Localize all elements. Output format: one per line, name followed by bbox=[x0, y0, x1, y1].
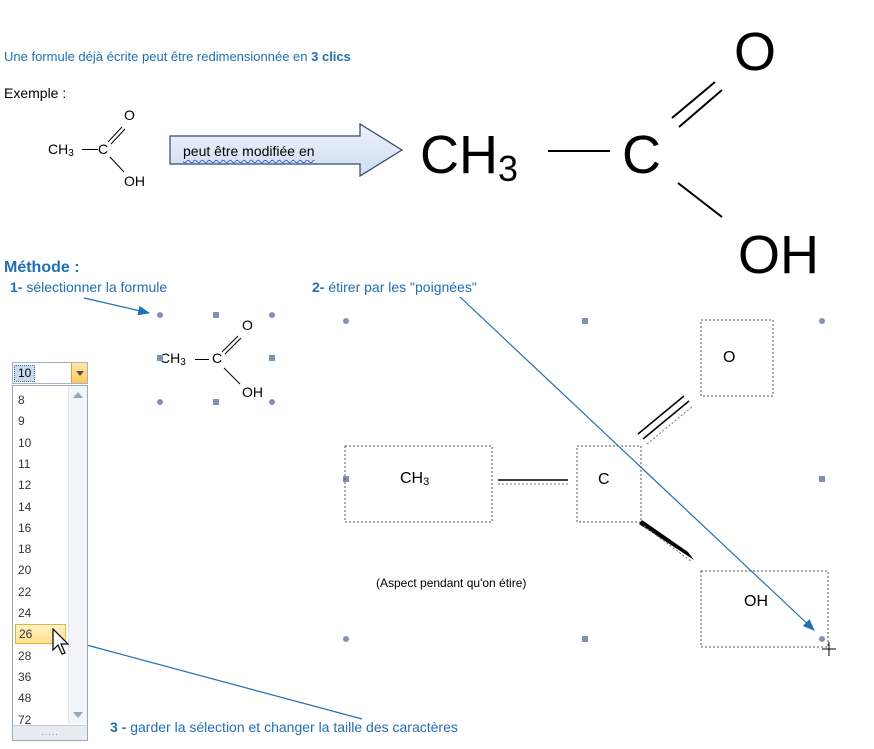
arrow-step-3 bbox=[66, 638, 363, 720]
arrow-step-2 bbox=[459, 296, 815, 631]
sel-o: O bbox=[242, 317, 253, 333]
sel-single-bond bbox=[195, 359, 209, 360]
sel-c: C bbox=[212, 350, 223, 366]
selected-formula[interactable]: CH3 C O OH bbox=[156, 312, 278, 408]
small-ch3: CH3 bbox=[48, 141, 74, 159]
arrow-label: peut être modifiée en bbox=[183, 143, 315, 159]
big-handle-top-left bbox=[343, 318, 349, 324]
handle-middle-left bbox=[157, 355, 163, 361]
big-bonds bbox=[671, 81, 723, 218]
font-size-option[interactable]: 36 bbox=[18, 669, 32, 684]
chevron-down-icon[interactable] bbox=[71, 363, 87, 383]
font-size-combo[interactable]: 10 bbox=[12, 362, 88, 384]
intro-line: Une formule déjà écrite peut être redime… bbox=[4, 49, 351, 64]
sel-ch3: CH3 bbox=[160, 350, 186, 368]
big-ch3: CH3 bbox=[420, 125, 519, 189]
big-handle-middle-right bbox=[819, 476, 825, 482]
method-title: Méthode : bbox=[4, 259, 80, 276]
mouse-pointer-icon bbox=[52, 628, 70, 655]
big-handle-bottom-left bbox=[343, 636, 349, 642]
font-size-option[interactable]: 24 bbox=[18, 606, 32, 620]
font-size-option[interactable]: 18 bbox=[18, 542, 32, 557]
stretch-ch3: CH3 bbox=[400, 470, 430, 488]
right-arrow-shape bbox=[169, 122, 404, 178]
font-size-option[interactable]: 9 bbox=[18, 414, 25, 429]
big-handle-bottom-middle bbox=[582, 636, 588, 642]
handle-top-left bbox=[157, 312, 163, 318]
font-size-current-value[interactable]: 10 bbox=[14, 365, 36, 382]
stretch-caption: (Aspect pendant qu'on étire) bbox=[376, 576, 527, 590]
font-size-option[interactable]: 10 bbox=[18, 435, 32, 450]
stretch-c: C bbox=[598, 471, 610, 488]
font-size-option[interactable]: 20 bbox=[18, 563, 32, 578]
font-size-option[interactable]: 14 bbox=[18, 499, 32, 514]
selection-handles-small bbox=[157, 312, 275, 405]
crosshair-cursor-icon bbox=[822, 642, 836, 656]
font-size-scrollbar[interactable] bbox=[68, 386, 87, 724]
small-o: O bbox=[124, 107, 135, 123]
scroll-down-icon[interactable] bbox=[73, 712, 83, 718]
big-handle-bottom-right bbox=[819, 636, 825, 642]
example-label: Exemple : bbox=[4, 85, 67, 101]
big-o: O bbox=[734, 22, 777, 82]
handle-top-right bbox=[269, 312, 275, 318]
big-oh: OH bbox=[738, 225, 819, 285]
step-3: 3 - garder la sélection et changer la ta… bbox=[110, 719, 458, 735]
big-handle-middle-left bbox=[343, 476, 349, 482]
font-size-option[interactable]: 12 bbox=[18, 478, 32, 493]
font-size-option[interactable]: 72 bbox=[18, 712, 32, 727]
handle-bottom-left bbox=[157, 399, 163, 405]
big-handle-top-right bbox=[819, 318, 825, 324]
handle-top-middle bbox=[213, 312, 219, 318]
font-size-option[interactable]: 22 bbox=[18, 584, 32, 599]
sel-bonds bbox=[221, 335, 242, 385]
intro-emphasis: 3 clics bbox=[311, 49, 351, 64]
o-frame bbox=[700, 319, 774, 397]
handle-bottom-right bbox=[269, 399, 275, 405]
small-formula: CH3 C O OH bbox=[40, 105, 170, 195]
sel-oh: OH bbox=[242, 384, 263, 400]
step-1: 1- sélectionner la formule bbox=[10, 279, 168, 295]
c-frame bbox=[576, 445, 642, 523]
intro-text: Une formule déjà écrite peut être redime… bbox=[4, 49, 312, 64]
handle-middle-right bbox=[269, 355, 275, 361]
big-c: C bbox=[622, 125, 661, 185]
font-size-option[interactable]: 48 bbox=[18, 691, 32, 706]
font-size-option[interactable]: 28 bbox=[18, 648, 32, 663]
stretch-preview bbox=[343, 318, 829, 648]
small-single-bond bbox=[82, 149, 98, 150]
handle-bottom-middle bbox=[213, 399, 219, 405]
small-bonds bbox=[107, 126, 126, 173]
resize-grip-icon[interactable]: ..... bbox=[13, 725, 87, 740]
arrow-step-1 bbox=[83, 297, 151, 316]
scroll-up-icon[interactable] bbox=[73, 392, 83, 398]
big-single-bond bbox=[548, 150, 610, 152]
small-c: C bbox=[98, 141, 109, 157]
oh-frame bbox=[700, 570, 829, 648]
font-size-option[interactable]: 11 bbox=[18, 456, 31, 471]
ch3-frame bbox=[344, 445, 493, 523]
small-oh: OH bbox=[124, 173, 145, 189]
stretch-oh: OH bbox=[744, 593, 768, 610]
big-handle-top-middle bbox=[582, 318, 588, 324]
font-size-option[interactable]: 16 bbox=[18, 520, 32, 535]
step-2: 2- étirer par les "poignées" bbox=[312, 279, 477, 295]
stretch-o: O bbox=[723, 349, 736, 366]
font-size-option[interactable]: 8 bbox=[18, 393, 25, 407]
